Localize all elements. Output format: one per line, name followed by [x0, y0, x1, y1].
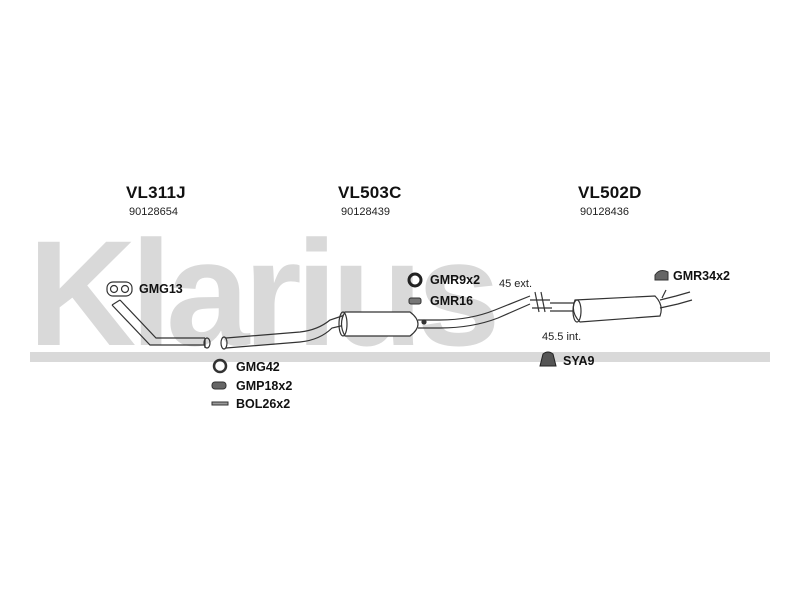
external-diameter-label: 45 ext.	[499, 278, 533, 290]
gmr16-label: GMR16	[430, 294, 474, 308]
bol26-bolt-icon	[211, 401, 229, 406]
sya9-label: SYA9	[563, 354, 595, 368]
gmr9-ring-icon	[407, 272, 423, 288]
watermark-logo: Klarius	[28, 209, 770, 377]
internal-diameter-label: 45.5 int.	[542, 331, 582, 343]
gmp18-clamp-icon	[211, 381, 227, 390]
gmg42-ring-icon	[212, 358, 228, 374]
front-pipe-number: 90128654	[129, 206, 178, 218]
gmr9-label: GMR9x2	[430, 273, 481, 287]
pipe-joint	[530, 291, 552, 313]
gmr34-mount-icon	[654, 270, 669, 281]
watermark-underline	[30, 352, 770, 362]
gmr34-label: GMR34x2	[673, 269, 730, 283]
centre-silencer-pipe	[220, 295, 531, 350]
gmp18-label: GMP18x2	[236, 379, 293, 393]
svg-text:Klarius: Klarius	[28, 209, 495, 377]
centre-silencer-code: VL503C	[338, 183, 402, 202]
front-pipe-code: VL311J	[126, 183, 186, 202]
centre-silencer-number: 90128439	[341, 206, 390, 218]
gmg13-gasket-icon	[106, 281, 133, 297]
bol26-label: BOL26x2	[236, 397, 291, 411]
rear-silencer-number: 90128436	[580, 206, 629, 218]
sya9-bracket-icon	[539, 351, 557, 367]
rear-silencer-code: VL502D	[578, 183, 642, 202]
front-pipe	[111, 299, 211, 349]
gmg42-label: GMG42	[236, 360, 280, 374]
rear-silencer	[550, 289, 693, 323]
gmg13-label: GMG13	[139, 282, 183, 296]
gmr16-rubber-icon	[408, 297, 422, 305]
